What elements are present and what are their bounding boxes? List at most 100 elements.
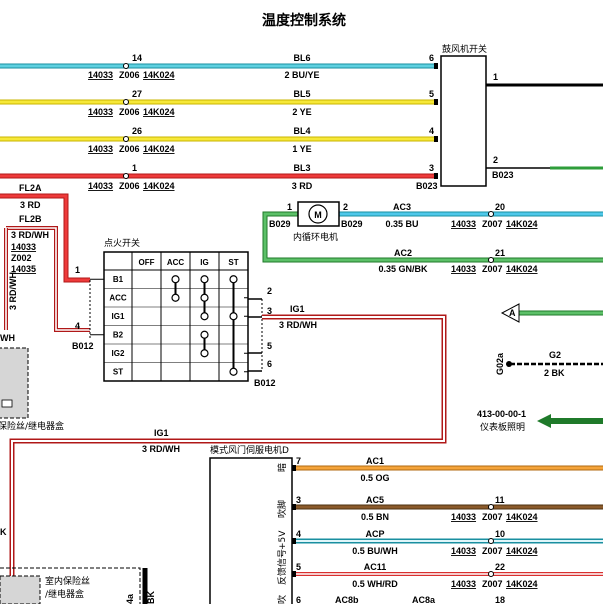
bl6-spec: 2 BU/YE bbox=[284, 70, 319, 80]
bl3-circuit: BL3 bbox=[293, 163, 310, 173]
ac3-ref3: 14K024 bbox=[506, 219, 538, 229]
ig-out-pins: 2 3 5 6 B012 bbox=[248, 286, 276, 388]
mode-motor-label: 模式风门伺服电机D bbox=[210, 444, 289, 456]
bl5-spec: 2 YE bbox=[292, 107, 311, 117]
recirc-motor: M 1 2 B029 B029 内循环电机 AC3 0.35 BU 20 140… bbox=[262, 201, 603, 274]
ground-circuit: G2 bbox=[549, 350, 561, 360]
ac3-circuit: AC3 bbox=[393, 202, 411, 212]
acp-spec: 0.5 BU/WH bbox=[352, 546, 398, 556]
fuse-vertical-spec: 3 RD/WH bbox=[8, 272, 18, 310]
ig-row-label: IG2 bbox=[112, 349, 125, 358]
bl3-pin-right: 3 bbox=[429, 163, 434, 173]
bl6-pin-left: 14 bbox=[132, 53, 142, 63]
bl6-pin-right: 6 bbox=[429, 53, 434, 63]
ig-contact bbox=[200, 349, 209, 358]
ig-contact bbox=[229, 275, 238, 284]
mode-bottom-c2: AC8a bbox=[412, 595, 436, 604]
wire-bl3: 1 BL3 3 RD 14033 Z006 14K024 3 B023 bbox=[0, 163, 438, 191]
recirc-conn-left: B029 bbox=[269, 219, 291, 229]
acp-circuit: ACP bbox=[365, 529, 384, 539]
ac11-ref2: Z007 bbox=[482, 579, 503, 589]
mode-side-5: 吹 bbox=[276, 595, 288, 604]
bl4-circuit: BL4 bbox=[293, 126, 310, 136]
ig-row-label: ST bbox=[113, 368, 123, 377]
ac11-ref3: 14K024 bbox=[506, 579, 538, 589]
ac5-ref2: Z007 bbox=[482, 512, 503, 522]
ac5-right-pin: 11 bbox=[495, 495, 505, 505]
ig-out-pin-5: 5 bbox=[267, 341, 272, 351]
bl5-pin-left: 27 bbox=[132, 89, 142, 99]
fuse-ref-1: 14033 bbox=[11, 242, 36, 252]
interior-fuse-label-2: /继电器盒 bbox=[45, 588, 84, 600]
mode-motor: 模式风门伺服电机D 暗 吹脚 +5V 反馈信号 吹 7 AC1 0.5 OG 3… bbox=[209, 444, 603, 604]
ac2-circuit: AC2 bbox=[394, 248, 412, 258]
mode-side-1: 暗 bbox=[276, 463, 288, 472]
acp-ref3: 14K024 bbox=[506, 546, 538, 556]
bl3-connector: B023 bbox=[416, 181, 438, 191]
blower-switch: 鼓风机开关 1 2 B023 bbox=[440, 43, 603, 187]
ac1-spec: 0.5 OG bbox=[360, 473, 389, 483]
ig-contact bbox=[200, 330, 209, 339]
ac1-circuit: AC1 bbox=[366, 456, 384, 466]
ig1-spec: 3 RD/WH bbox=[279, 320, 317, 330]
ig-contact bbox=[229, 367, 238, 376]
wire-bl6: 14 BL6 2 BU/YE 14033 Z006 14K024 6 bbox=[0, 53, 438, 80]
recirc-pin-2: 2 bbox=[343, 202, 348, 212]
dash-light-label: 仪表板照明 bbox=[480, 421, 525, 433]
fuse-box-left-label: 保险丝/继电器盒 bbox=[0, 420, 64, 432]
ac11-spec: 0.5 WH/RD bbox=[352, 579, 398, 589]
bl3-spec: 3 RD bbox=[292, 181, 313, 191]
ig1-circuit: IG1 bbox=[290, 304, 305, 314]
ground-section: A G02a G2 2 BK bbox=[495, 303, 603, 378]
ig1-circuit-2: IG1 bbox=[154, 428, 169, 438]
fuse-connector: Z002 bbox=[11, 253, 32, 263]
interior-fuse-box: 室内保险丝 /继电器盒 4a BK K bbox=[0, 527, 156, 604]
ac5-spec: 0.5 BN bbox=[361, 512, 389, 522]
wire-bl4: 26 BL4 1 YE 14033 Z006 14K024 4 bbox=[0, 126, 438, 154]
recirc-conn-right: B029 bbox=[341, 219, 363, 229]
ig-row-label: B1 bbox=[113, 275, 124, 284]
acp-ref1: 14033 bbox=[451, 546, 476, 556]
ig-col-header: ACC bbox=[167, 258, 185, 267]
acp-pin: 4 bbox=[296, 529, 301, 539]
bl4-ref-b: Z006 bbox=[119, 144, 140, 154]
fuse-box-left bbox=[0, 347, 29, 419]
ig-out-pin-3: 3 bbox=[267, 306, 272, 316]
motor-symbol: M bbox=[314, 210, 322, 220]
ac5-circuit: AC5 bbox=[366, 495, 384, 505]
bl3-ref-b: Z006 bbox=[119, 181, 140, 191]
ig-in-pin-1: 1 bbox=[75, 265, 80, 275]
ig-contact bbox=[200, 275, 209, 284]
bl5-ref-b: Z006 bbox=[119, 107, 140, 117]
mode-side-3: +5V bbox=[278, 530, 288, 550]
ig-out-pin-6: 6 bbox=[267, 359, 272, 369]
fuse-spec-1: 3 RD bbox=[20, 200, 41, 210]
dash-light-code: 413-00-00-1 bbox=[477, 409, 526, 419]
mode-bottom-pin: 6 bbox=[296, 595, 301, 604]
blower-pin-1: 1 bbox=[493, 72, 498, 82]
ac2-ref1: 14033 bbox=[451, 264, 476, 274]
ac3-ref2: Z007 bbox=[482, 219, 503, 229]
fuse-ref-2: 14035 bbox=[11, 264, 36, 274]
mode-side-2: 吹脚 bbox=[276, 500, 288, 518]
ig-row-label: IG1 bbox=[112, 312, 125, 321]
bl4-ref-a: 14033 bbox=[88, 144, 113, 154]
ac3-ref1: 14033 bbox=[451, 219, 476, 229]
acp-ref2: Z007 bbox=[482, 546, 503, 556]
bl3-ref-a: 14033 bbox=[88, 181, 113, 191]
bl3-pin-left: 1 bbox=[132, 163, 137, 173]
ig-contact bbox=[171, 275, 180, 284]
blower-switch-label: 鼓风机开关 bbox=[442, 43, 487, 55]
fuse-cut-label: WH bbox=[0, 333, 15, 343]
ground-spec: 2 BK bbox=[544, 368, 565, 378]
ig-out-connector: B012 bbox=[254, 378, 276, 388]
interior-fuse-label-1: 室内保险丝 bbox=[45, 575, 90, 587]
ig-contact bbox=[200, 312, 209, 321]
ac11-circuit: AC11 bbox=[364, 562, 387, 572]
bl6-ref-b: Z006 bbox=[119, 70, 140, 80]
recirc-motor-label: 内循环电机 bbox=[293, 231, 338, 243]
blower-wires: 14 BL6 2 BU/YE 14033 Z006 14K024 6 27 BL… bbox=[0, 53, 438, 191]
bl6-circuit: BL6 bbox=[293, 53, 310, 63]
